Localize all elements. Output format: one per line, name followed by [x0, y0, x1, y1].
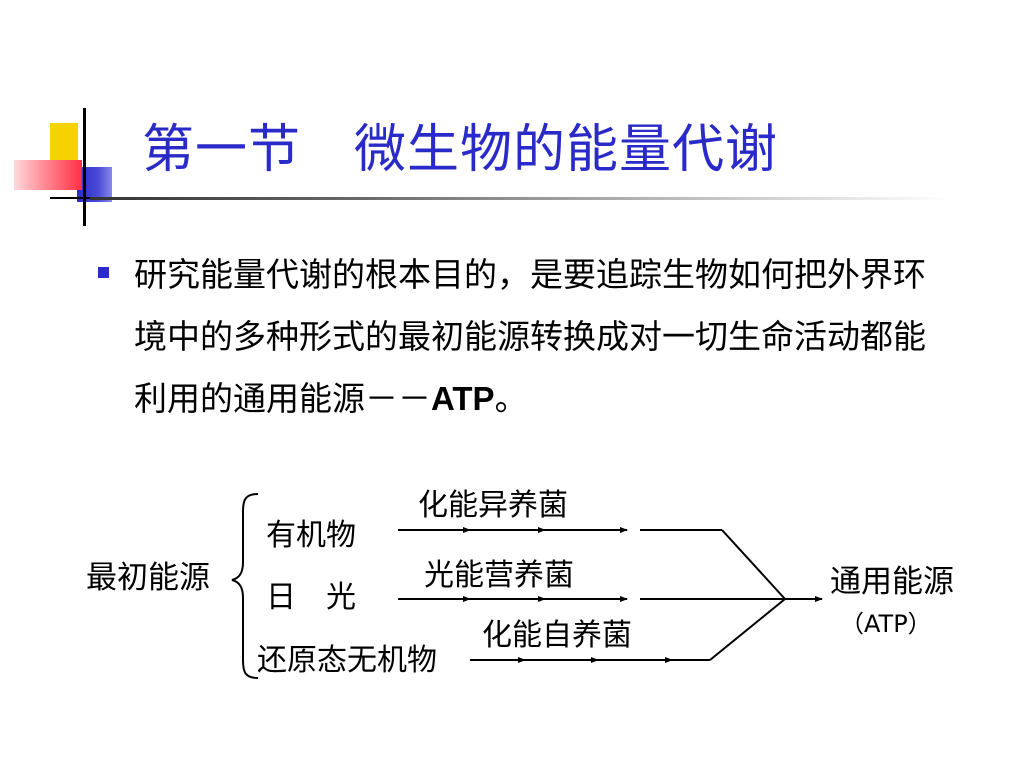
target-atp-label: （ATP）: [840, 610, 932, 638]
bullet-main-text: 研究能量代谢的根本目的，是要追踪生物如何把外界环境中的多种形式的最初能源转换成对…: [134, 255, 926, 418]
bullet-end-text: 。: [494, 379, 528, 418]
blue-deco-square: [77, 167, 112, 202]
source-sunlight: 日 光: [266, 580, 356, 615]
deco-vertical-line: [83, 108, 86, 226]
source-organic: 有机物: [266, 518, 356, 553]
source-inorganic: 还原态无机物: [257, 643, 437, 678]
bullet-marker-icon: [98, 267, 109, 278]
slide-title: 第一节 微生物的能量代谢: [142, 120, 779, 180]
organism-chemoheterotroph: 化能异养菌: [418, 488, 568, 523]
deco-horizontal-line: [50, 197, 94, 199]
converging-lines: [709, 529, 823, 661]
bullet-paragraph: 研究能量代谢的根本目的，是要追踪生物如何把外界环境中的多种形式的最初能源转换成对…: [134, 244, 944, 430]
title-underline: [90, 197, 950, 200]
bullet-atp-text: ATP: [431, 380, 495, 417]
organism-phototroph: 光能营养菌: [424, 558, 574, 593]
left-brace: [231, 493, 259, 679]
organism-chemoautotroph: 化能自养菌: [482, 618, 632, 653]
target-label: 通用能源: [830, 564, 954, 600]
source-label: 最初能源: [86, 560, 210, 596]
red-deco-bar: [14, 160, 82, 190]
